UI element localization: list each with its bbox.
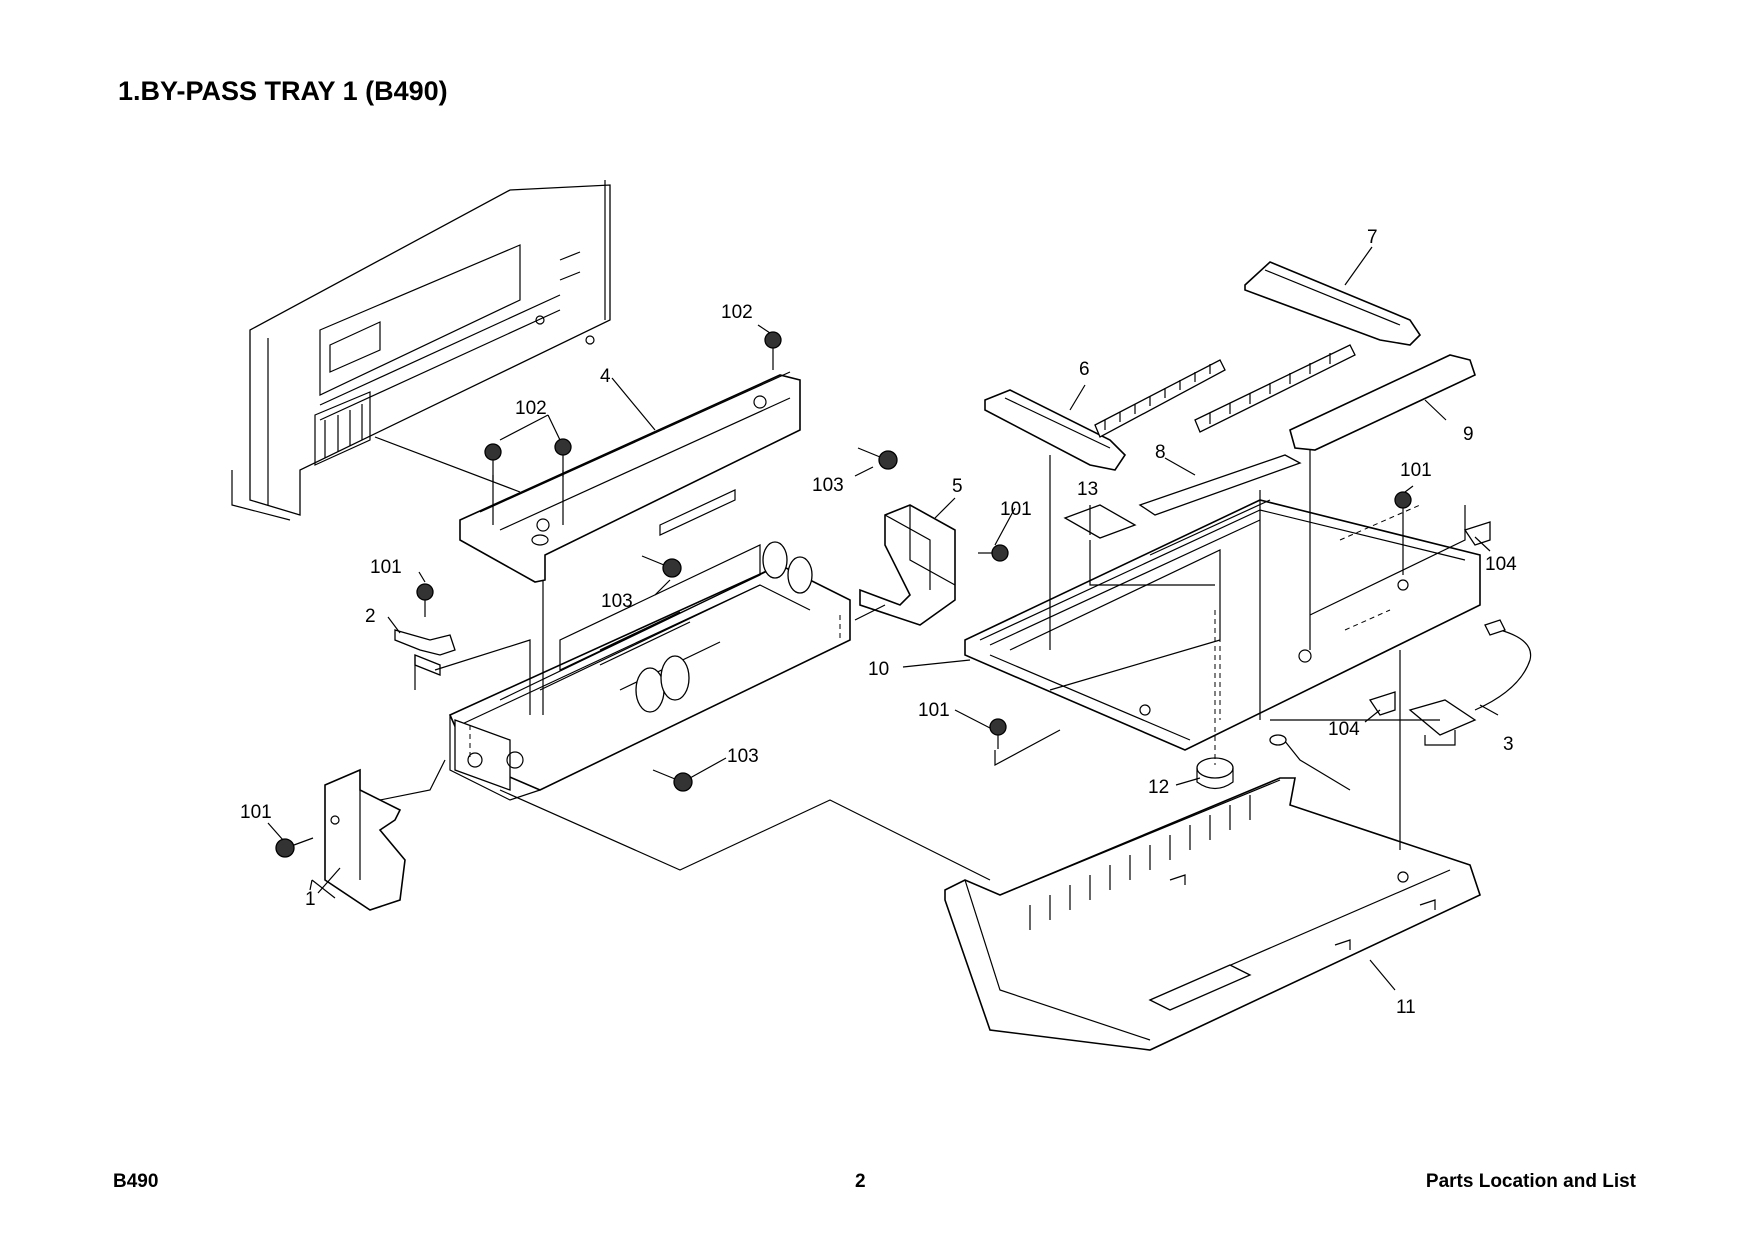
- part-8-sheet: [1138, 454, 1302, 516]
- callout-6: 6: [1079, 359, 1090, 380]
- callout-2: 2: [365, 606, 376, 627]
- callout-4: 4: [600, 366, 611, 387]
- callout-8: 8: [1155, 442, 1166, 463]
- footer-model: B490: [113, 1171, 159, 1192]
- callout-103-c: 103: [727, 746, 759, 767]
- callout-10: 10: [868, 659, 889, 680]
- callout-9: 9: [1463, 424, 1474, 445]
- callout-103-b: 103: [601, 591, 633, 612]
- part-9-side-fence: [1289, 354, 1476, 451]
- callout-12: 12: [1148, 777, 1169, 798]
- callout-102-b: 102: [515, 398, 547, 419]
- part-4-bracket: [459, 371, 801, 583]
- callout-11: 11: [1396, 997, 1416, 1018]
- part-104-clips: [1368, 521, 1491, 716]
- part-1-side-cover: [324, 768, 406, 911]
- part-7-side-fence: [1244, 261, 1422, 346]
- callout-13: 13: [1077, 479, 1098, 500]
- part-6-side-fence: [984, 389, 1127, 471]
- part-11-lower-tray: [944, 734, 1481, 1051]
- callout-101-e: 101: [1400, 460, 1432, 481]
- part-2-bracket: [394, 629, 456, 676]
- page-title: 1.BY-PASS TRAY 1 (B490): [118, 76, 448, 106]
- callout-103-a: 103: [812, 475, 844, 496]
- part-12-gear: [1196, 757, 1234, 790]
- part-3-sensor: [1408, 619, 1532, 746]
- gear-racks: [1094, 344, 1356, 438]
- footer-page-number: 2: [855, 1171, 866, 1192]
- feed-unit: [448, 541, 851, 801]
- callout-leaders: [267, 246, 1499, 991]
- callout-5: 5: [952, 476, 963, 497]
- part-5-cover: [859, 504, 956, 626]
- callout-102-a: 102: [721, 302, 753, 323]
- callout-104-a: 104: [1485, 554, 1517, 575]
- assembly-lines: [374, 436, 1466, 881]
- screws: [275, 331, 1412, 858]
- footer-section-title: Parts Location and List: [1425, 1171, 1636, 1192]
- part-13-label: [1063, 504, 1137, 539]
- callout-3: 3: [1503, 734, 1514, 755]
- callout-7: 7: [1367, 227, 1378, 248]
- callout-101-c: 101: [1000, 499, 1032, 520]
- machine-body: [231, 180, 611, 521]
- callout-labels: 1 2 3 4 5 6 7 8 9 10 11 12 13 101 101 10…: [240, 227, 1517, 1018]
- callout-101-b: 101: [240, 802, 272, 823]
- callout-1: 1: [305, 889, 316, 910]
- callout-101-a: 101: [370, 557, 402, 578]
- callout-104-b: 104: [1328, 719, 1360, 740]
- callout-101-d: 101: [918, 700, 950, 721]
